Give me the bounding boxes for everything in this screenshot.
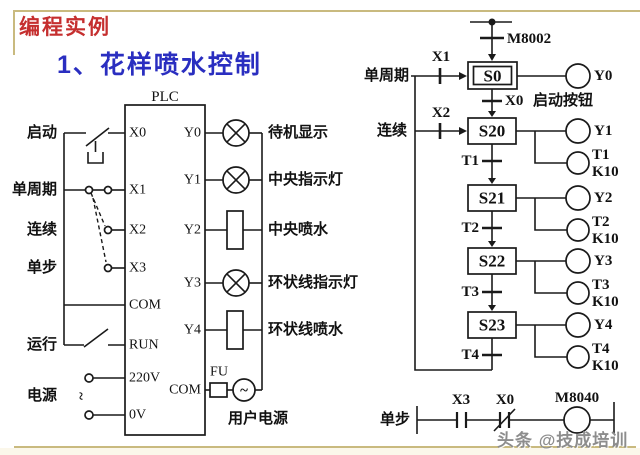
x0-transition-label: X0 [505,93,523,109]
page-subtitle: 1、花样喷水控制 [57,51,262,79]
output-device-labels: 待机显示 中央指示灯 中央喷水 环状线指示灯 环状线喷水 [268,123,358,338]
sfc-diagram: M8002 S0 Y0 单周期 X1 连续 [364,18,619,434]
svg-text:环状线喷水: 环状线喷水 [268,320,344,338]
plc-box [124,104,206,436]
svg-text:T2: T2 [461,220,479,236]
svg-text:K10: K10 [592,231,619,247]
plc-input-terminals: X0 X1 X2 X3 COM RUN 220V 0V [129,126,161,423]
sfc-step-s21: S21 Y2 T2 K10 T2 [461,184,619,247]
x0-contact-label: X0 [496,392,514,408]
frame-bottom-line [14,446,636,448]
svg-text:X3: X3 [129,261,146,276]
frame-left-line [13,10,15,55]
watermark: 头条 @技成培训 [497,431,629,450]
user-power-label: 用户电源 [228,409,288,427]
sfc-step-s20: S20 Y1 T1 K10 T1 [461,117,619,184]
initial-state-label: S0 [484,67,502,86]
svg-text:T3: T3 [592,277,610,293]
svg-text:Y2: Y2 [184,223,201,238]
power-on-transition-label: M8002 [507,31,551,47]
svg-text:Y4: Y4 [184,323,201,338]
svg-text:环状线指示灯: 环状线指示灯 [268,273,358,291]
run-switch-symbol [64,328,125,348]
plc-output-terminals: Y0 Y1 Y2 Y3 Y4 COM [169,126,201,398]
svg-text:COM: COM [129,298,161,313]
label-single-cycle: 单周期 [12,180,57,198]
single-cycle-label: 单周期 [364,66,409,84]
svg-text:RUN: RUN [129,338,159,353]
single-step-label: 单步 [380,410,410,428]
svg-text:Y1: Y1 [594,123,612,139]
x3-contact-label: X3 [452,392,470,408]
svg-text:T1: T1 [461,153,479,169]
footer-strip [0,448,640,455]
ac-source-symbol: ~ [240,383,248,399]
svg-text:待机显示: 待机显示 [268,123,328,141]
label-single-step: 单步 [27,258,57,276]
x1-transition-label: X1 [432,49,450,65]
ac-symbol: ~ [72,392,88,400]
svg-text:Y2: Y2 [594,190,612,206]
continuous-label: 连续 [377,121,407,139]
lamp-y1 [205,166,262,194]
sfc-start-transition: X0 启动按钮 [482,89,593,117]
label-run: 运行 [27,335,57,353]
svg-text:K10: K10 [592,358,619,374]
sfc-single-cycle-branch: 单周期 X1 [364,49,467,84]
plc-input-labels: 启动 单周期 连续 单步 运行 电源 [12,123,57,404]
svg-text:K10: K10 [592,294,619,310]
plc-wiring-diagram: PLC X0 X1 X2 X3 COM RUN 220V 0V Y0 Y1 Y2… [12,89,358,436]
sfc-initial-state: S0 Y0 [467,61,612,90]
lamp-y3 [205,269,262,297]
svg-text:T1: T1 [592,147,610,163]
svg-text:Y0: Y0 [184,126,201,141]
svg-text:Y4: Y4 [594,317,613,333]
fuse-label: FU [210,365,228,380]
m8040-coil-label: M8040 [555,390,599,406]
sfc-step-s23: S23 Y4 T4 K10 T4 [461,311,619,374]
svg-text:0V: 0V [129,408,146,423]
frame-top-line [13,10,640,12]
valve-y2 [205,210,262,250]
label-power: 电源 [27,386,57,404]
label-continuous: 连续 [27,220,57,238]
valve-y4 [205,310,262,350]
start-pushbutton-symbol [64,127,125,164]
sfc-entry: M8002 [470,18,551,61]
plc-box-label: PLC [151,89,179,105]
mode-selector-switch [64,185,125,273]
svg-text:X2: X2 [129,223,146,238]
start-button-note: 启动按钮 [533,91,593,109]
page-title: 编程实例 [19,15,111,39]
sfc-continuous-branch: 连续 X2 [377,105,467,139]
svg-text:S21: S21 [479,189,505,208]
svg-text:T4: T4 [461,347,479,363]
svg-text:220V: 220V [129,371,160,386]
fuse-and-user-power: FU ~ 用户电源 [205,365,288,427]
svg-text:T4: T4 [592,341,610,357]
svg-text:T2: T2 [592,214,610,230]
svg-text:X0: X0 [129,126,146,141]
lamp-y0 [205,119,262,147]
sfc-step-s22: S22 Y3 T3 K10 T3 [461,247,619,311]
x2-transition-label: X2 [432,105,450,121]
sfc-feedback-line [414,76,492,371]
initial-output-label: Y0 [594,68,612,84]
svg-text:Y3: Y3 [594,253,612,269]
svg-text:S20: S20 [479,122,505,141]
svg-text:COM: COM [169,383,201,398]
svg-text:S23: S23 [479,316,505,335]
svg-text:中央喷水: 中央喷水 [268,220,329,238]
svg-text:X1: X1 [129,183,146,198]
svg-text:K10: K10 [592,164,619,180]
label-start: 启动 [27,123,57,141]
power-supply-terminals: ~ [72,373,125,420]
single-step-rung: 单步 X3 X0 M8040 [380,390,615,434]
svg-text:T3: T3 [461,284,479,300]
svg-text:Y1: Y1 [184,173,201,188]
svg-text:S22: S22 [479,252,505,271]
svg-text:中央指示灯: 中央指示灯 [268,170,343,188]
svg-text:Y3: Y3 [184,276,201,291]
